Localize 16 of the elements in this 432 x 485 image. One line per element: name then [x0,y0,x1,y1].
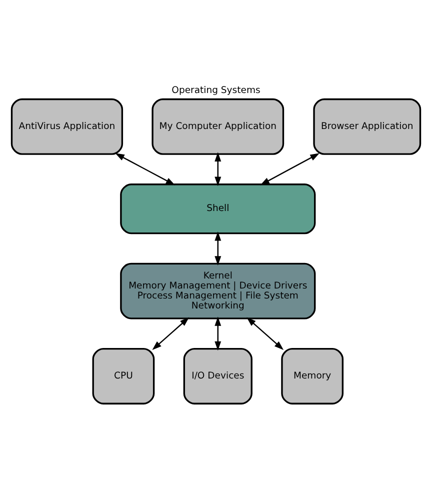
node-box: I/O Devices [183,347,252,404]
arrow [214,231,222,265]
arrow [214,152,222,186]
node-box: CPU [92,347,155,404]
node-box: Kernel Memory Management | Device Drivers Process Management | File System Networking [120,262,316,319]
arrow [246,316,284,350]
node-box: Shell [120,183,316,234]
arrow [152,316,190,350]
node-box: Browser Application [313,98,422,154]
arrow [115,152,176,185]
node-box: Memory [281,347,344,404]
node-box: My Computer Application [152,98,284,154]
diagram-title: Operating Systems [172,84,260,96]
node-box: AntiVirus Application [10,98,124,154]
arrow [214,316,222,350]
arrow [260,152,320,185]
